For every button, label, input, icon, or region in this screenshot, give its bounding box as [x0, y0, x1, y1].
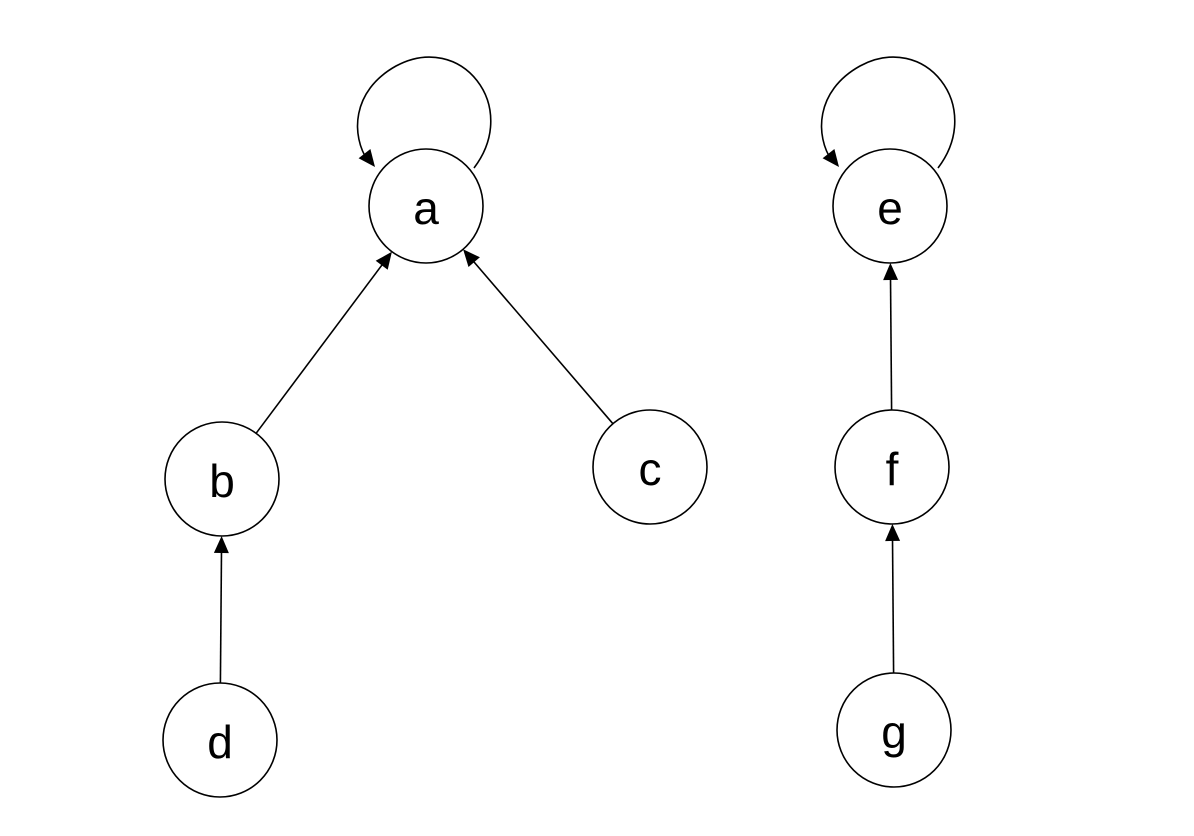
node-g-label: g — [881, 706, 907, 758]
node-d: d — [162, 682, 278, 798]
edges-layer — [213, 56, 956, 684]
node-a-label: a — [413, 182, 439, 234]
node-e-label: e — [877, 182, 903, 234]
edge-a-to-a-self-loop — [356, 56, 492, 169]
node-e: e — [832, 148, 948, 264]
node-a-circle — [368, 148, 484, 264]
edge-e-to-e-arrowhead — [822, 149, 839, 167]
edge-g-to-f-arrowhead — [885, 524, 901, 542]
nodes-layer: a b c d e f g — [162, 148, 952, 798]
node-f: f — [834, 409, 950, 525]
edge-f-to-e-arrowhead — [883, 263, 899, 281]
edge-g-to-f-line — [891, 537, 895, 674]
node-c-label: c — [639, 443, 662, 495]
node-c-circle — [592, 409, 708, 525]
node-b: b — [164, 421, 280, 537]
edge-c-to-a-line — [471, 259, 614, 425]
node-f-label: f — [886, 443, 899, 495]
node-b-label: b — [209, 455, 235, 507]
node-d-circle — [162, 682, 278, 798]
node-c: c — [592, 409, 708, 525]
node-e-circle — [832, 148, 948, 264]
edge-b-to-a-arrowhead — [375, 251, 392, 270]
node-d-label: d — [207, 716, 233, 768]
node-f-circle — [834, 409, 950, 525]
node-g-circle — [836, 672, 952, 788]
edge-a-to-a-arrowhead — [358, 149, 375, 167]
edge-f-to-e-line — [889, 276, 893, 411]
edge-e-to-e-self-loop — [820, 56, 956, 169]
node-b-circle — [164, 421, 280, 537]
edge-b-to-a-line — [255, 262, 385, 434]
node-a: a — [368, 148, 484, 264]
node-g: g — [836, 672, 952, 788]
edge-c-to-a-arrowhead — [463, 249, 480, 267]
edge-d-to-b-line — [219, 549, 223, 684]
edge-d-to-b-arrowhead — [213, 536, 229, 554]
